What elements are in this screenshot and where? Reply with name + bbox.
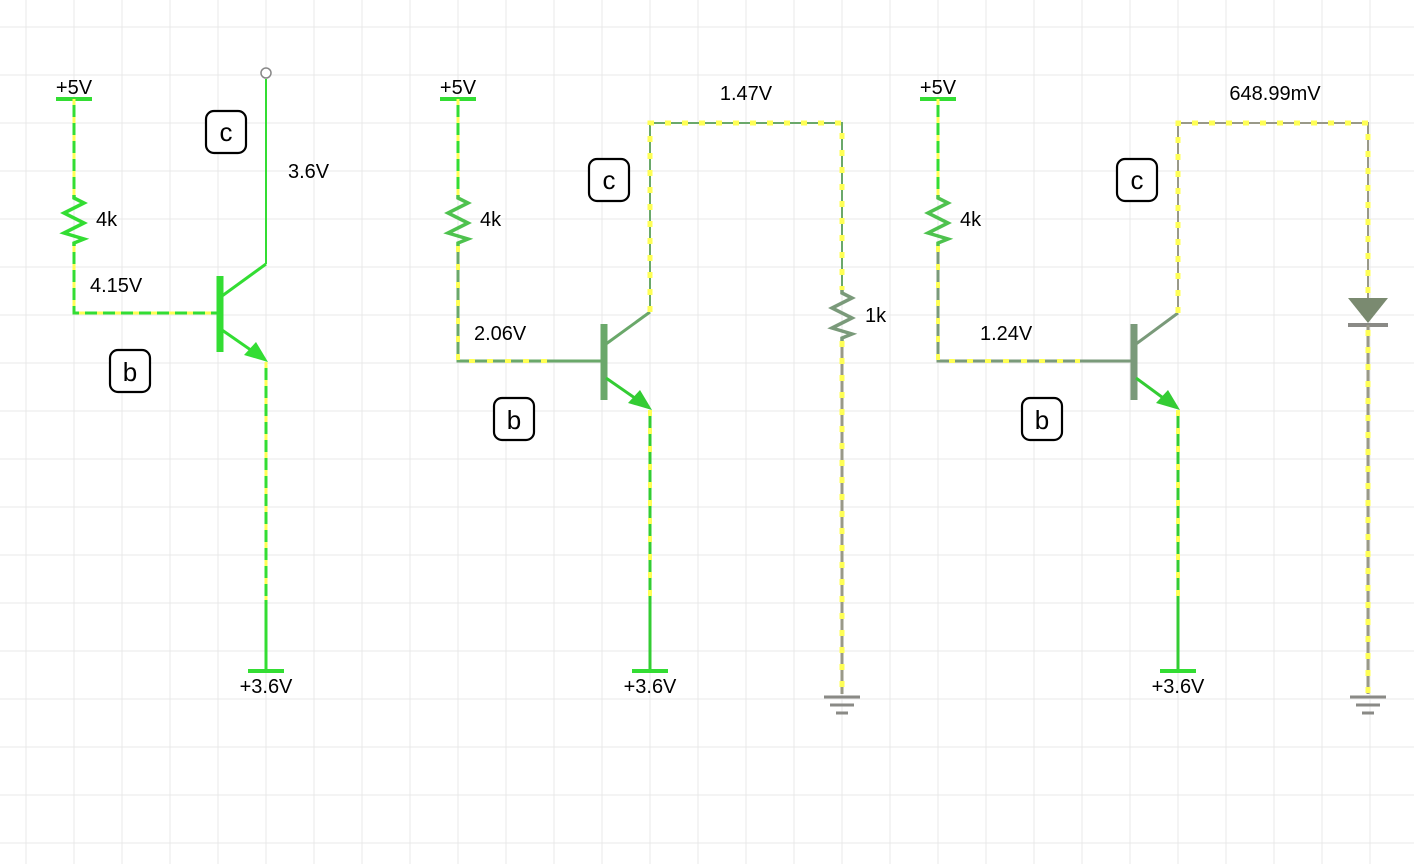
base-voltage: 4.15V xyxy=(90,275,143,297)
base-marker-box xyxy=(492,396,536,442)
base-wire[interactable] xyxy=(936,246,1132,363)
load-resistor-label: 1k xyxy=(865,305,887,327)
collector-marker-box xyxy=(587,157,631,203)
collector-marker-box xyxy=(204,109,248,155)
emitter-supply-label: +3.6V xyxy=(240,676,293,698)
emitter-supply-label: +3.6V xyxy=(1152,676,1205,698)
circuit-3[interactable]: +5V 4k 1.24V 648.99mV +3.6V c xyxy=(920,77,1388,715)
resistor-label: 4k xyxy=(480,209,502,231)
circuit-2[interactable]: +5V 4k 2.06V 1.47V 1k +3.6V c xyxy=(440,77,887,715)
supply-label: +5V xyxy=(440,77,477,99)
collector-marker: c xyxy=(603,165,616,195)
circuit-1[interactable]: +5V 4k 4.15V 3.6V +3.6V c b xyxy=(56,67,330,698)
collector-wire[interactable] xyxy=(1177,122,1369,313)
emitter-arrow xyxy=(628,390,652,410)
collector-marker: c xyxy=(1131,165,1144,195)
resistor-label: 4k xyxy=(960,209,982,231)
resistor[interactable] xyxy=(923,195,954,246)
resistor[interactable] xyxy=(59,195,90,246)
current-dots xyxy=(72,246,218,315)
transistor-collector[interactable] xyxy=(1135,311,1179,346)
supply-label: +5V xyxy=(56,77,93,99)
emitter-arrow xyxy=(244,342,268,362)
collector-voltage: 1.47V xyxy=(720,83,773,105)
base-voltage: 1.24V xyxy=(980,323,1033,345)
ground-symbol[interactable] xyxy=(824,695,860,715)
current-dots xyxy=(647,120,845,312)
base-marker: b xyxy=(1035,405,1049,435)
transistor-collector[interactable] xyxy=(221,262,267,298)
collector-marker-box xyxy=(1115,157,1159,203)
resistor-label: 4k xyxy=(96,209,118,231)
current-dots xyxy=(936,246,1080,363)
base-marker: b xyxy=(123,357,137,387)
emitter-arrow xyxy=(1156,390,1180,410)
current-dots xyxy=(456,246,550,363)
ground-symbol[interactable] xyxy=(1350,695,1386,715)
resistor[interactable] xyxy=(443,195,474,246)
collector-voltage: 648.99mV xyxy=(1229,83,1321,105)
collector-voltage: 3.6V xyxy=(288,161,330,183)
emitter-supply-label: +3.6V xyxy=(624,676,677,698)
base-voltage: 2.06V xyxy=(474,323,527,345)
base-marker: b xyxy=(507,405,521,435)
base-marker-box xyxy=(1020,396,1064,442)
base-marker-box xyxy=(108,348,152,394)
diode[interactable] xyxy=(1348,298,1388,323)
collector-marker: c xyxy=(220,117,233,147)
open-terminal[interactable] xyxy=(260,67,272,79)
current-dots xyxy=(1175,120,1371,313)
load-resistor[interactable] xyxy=(827,290,858,341)
supply-label: +5V xyxy=(920,77,957,99)
transistor-collector[interactable] xyxy=(605,310,651,346)
